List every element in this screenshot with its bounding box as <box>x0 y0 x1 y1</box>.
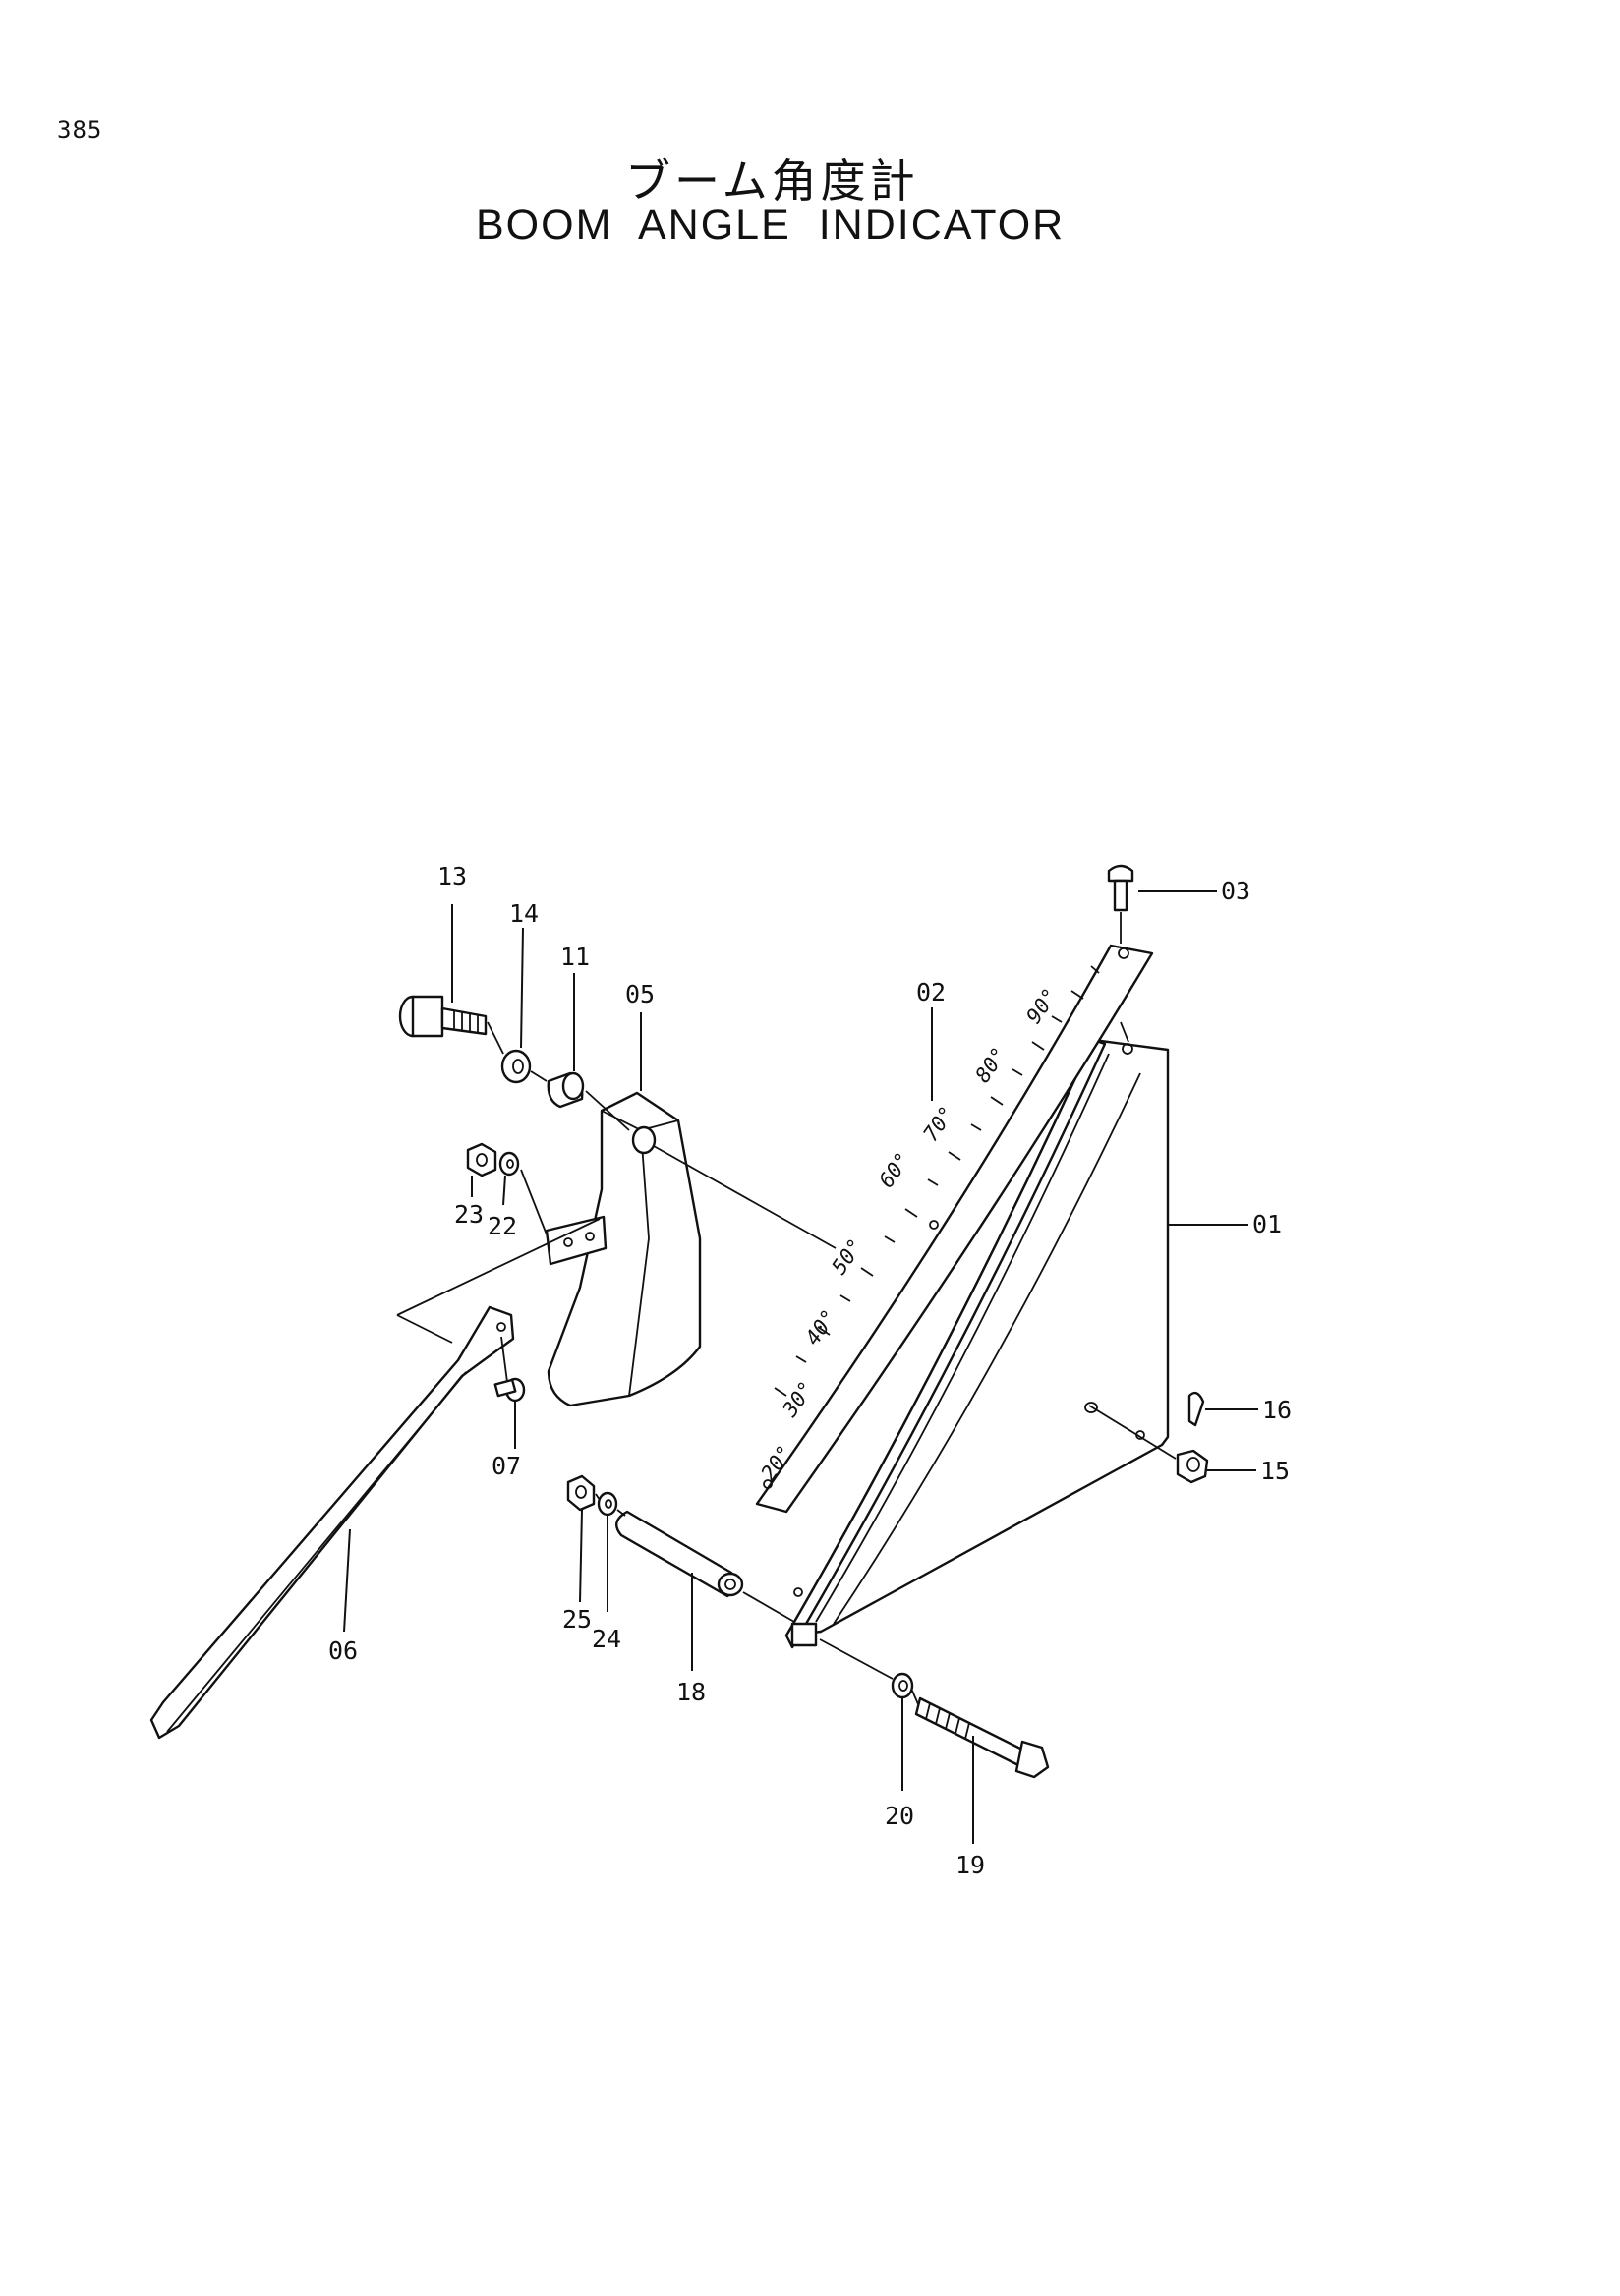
part-25-nut <box>566 1474 596 1512</box>
scale-label-40: 40° <box>800 1305 840 1349</box>
scale-label-70: 70° <box>918 1102 958 1146</box>
part-18-shaft <box>615 1510 744 1598</box>
part-11-spacer <box>547 1071 585 1109</box>
callout-02: 02 <box>916 978 946 1006</box>
scale-label-60: 60° <box>874 1148 914 1192</box>
scale-label-30: 30° <box>778 1377 819 1422</box>
callout-25: 25 <box>562 1605 592 1634</box>
callout-20: 20 <box>885 1802 914 1830</box>
scale-label-90: 90° <box>1021 984 1062 1028</box>
leader-lines <box>343 890 1258 1844</box>
scale-label-50: 50° <box>827 1234 867 1279</box>
part-22-washer <box>498 1151 520 1177</box>
callout-16: 16 <box>1262 1396 1292 1424</box>
part-15-castle-nut <box>1176 1449 1209 1484</box>
callout-23: 23 <box>454 1200 484 1229</box>
part-20-washer <box>891 1672 914 1699</box>
callout-14: 14 <box>509 899 539 928</box>
callout-18: 18 <box>676 1678 706 1706</box>
part-03-screw <box>1107 864 1134 944</box>
callout-03: 03 <box>1221 877 1250 905</box>
callout-15: 15 <box>1260 1457 1290 1485</box>
part-01-frame <box>784 1038 1170 1649</box>
scale-label-80: 80° <box>970 1043 1011 1087</box>
part-14-washer <box>500 1049 532 1084</box>
title-english: BOOM ANGLE INDICATOR <box>476 201 1066 249</box>
part-06-pointer <box>149 1305 515 1740</box>
callout-labels: 03 01 02 05 13 14 11 23 22 07 06 16 15 2… <box>328 862 1292 1879</box>
part-07-screw <box>493 1377 526 1403</box>
page-number: 385 <box>57 116 103 144</box>
assembly-lines <box>396 1021 1177 1705</box>
part-24-washer <box>597 1491 618 1517</box>
part-05-bracket <box>545 1091 702 1407</box>
part-13-pin <box>398 995 488 1038</box>
callout-11: 11 <box>560 943 590 971</box>
callout-24: 24 <box>592 1625 621 1653</box>
title-japanese: ブーム角度計 <box>625 154 919 207</box>
callout-06: 06 <box>328 1636 358 1665</box>
callout-22: 22 <box>488 1212 517 1240</box>
callout-07: 07 <box>492 1452 521 1480</box>
part-19-bolt <box>914 1696 1050 1779</box>
part-23-nut <box>466 1142 497 1177</box>
callout-01: 01 <box>1252 1210 1282 1238</box>
callout-05: 05 <box>625 980 655 1008</box>
part-16-cotter-pin <box>1187 1391 1205 1427</box>
callout-19: 19 <box>955 1851 985 1879</box>
callout-13: 13 <box>437 862 467 890</box>
